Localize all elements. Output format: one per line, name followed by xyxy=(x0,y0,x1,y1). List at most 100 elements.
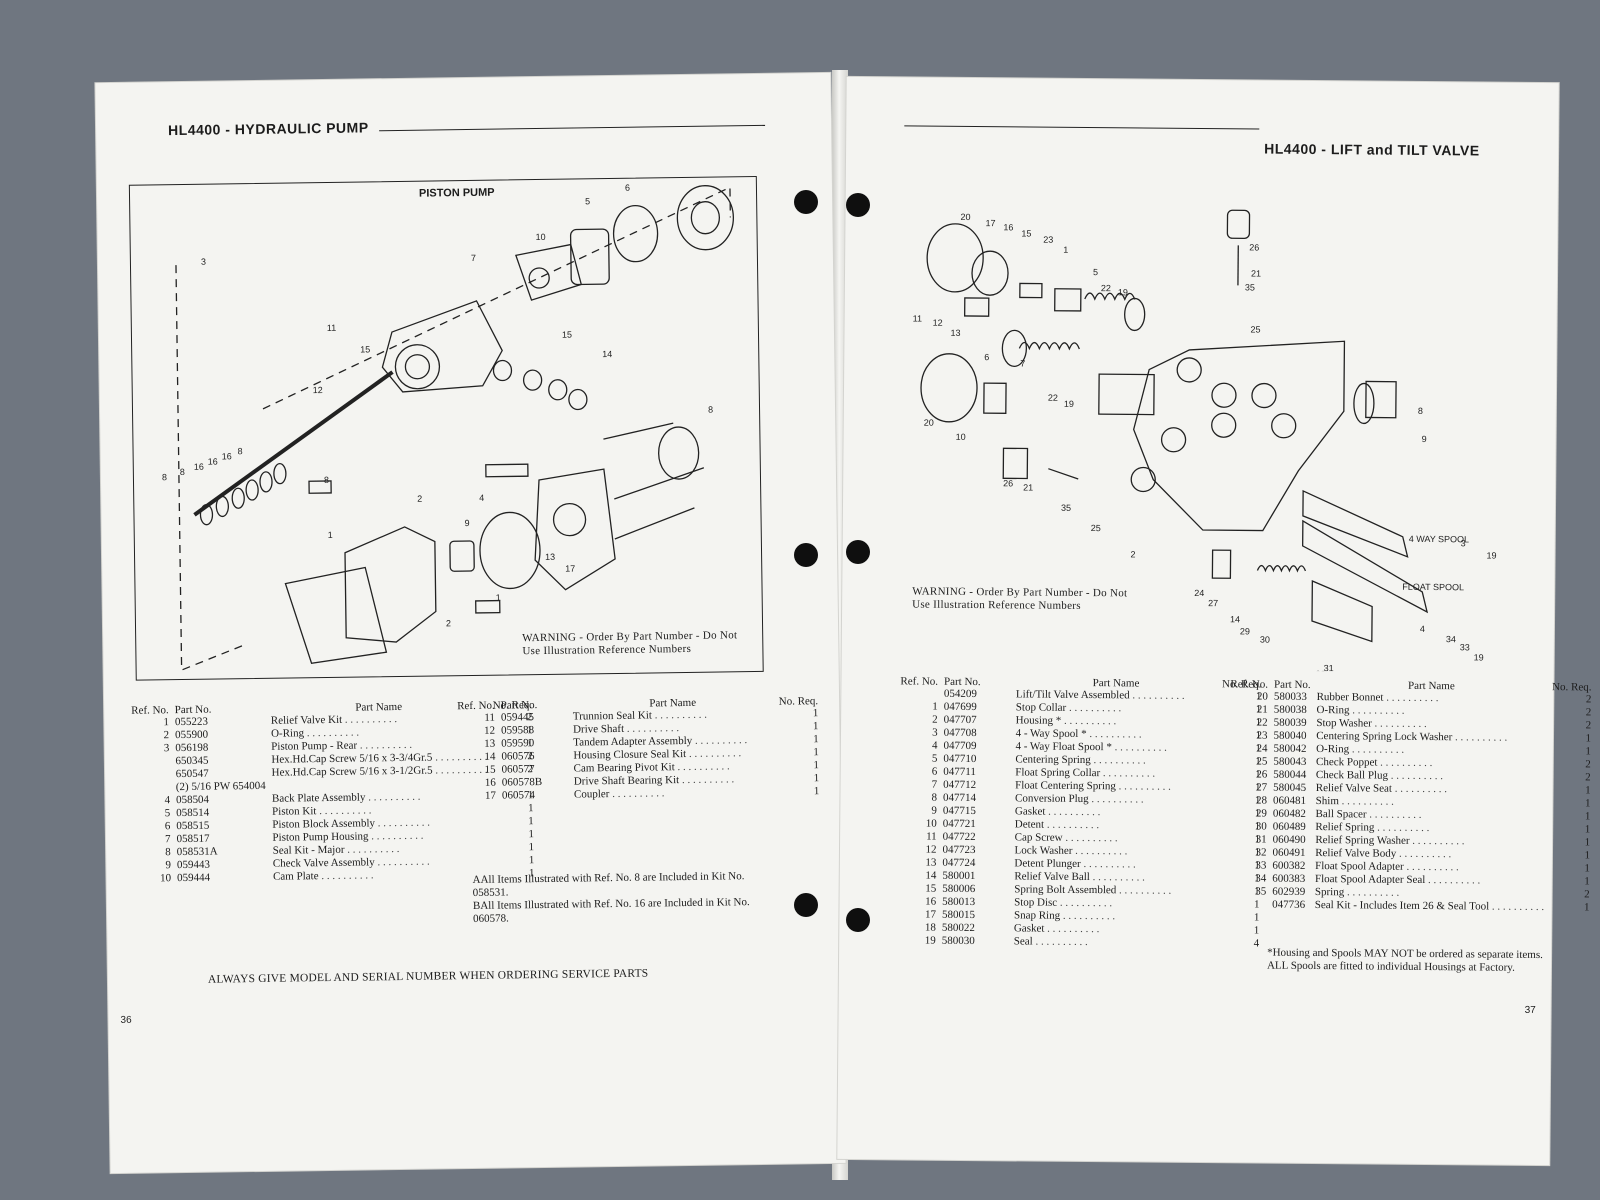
callout-label: 12 xyxy=(313,385,323,395)
cell-part: 047722 xyxy=(942,830,976,844)
cell-req: 1 xyxy=(528,841,535,854)
callout-label: 29 xyxy=(1240,626,1250,636)
callout-label: 9 xyxy=(465,518,470,528)
cell-ref xyxy=(129,781,173,795)
cell-part: 060491 xyxy=(1272,846,1306,859)
cell-part: 580033 xyxy=(1273,690,1307,703)
cell-ref: 30 xyxy=(1255,820,1267,833)
float-spool-sleeve xyxy=(1098,373,1155,416)
cell-ref: 6 xyxy=(164,820,171,833)
callout-label: 5 xyxy=(585,196,590,206)
cell-part: 047708 xyxy=(943,726,977,740)
cell-req: 1 xyxy=(1584,810,1591,823)
leader-dots: . . . . . . . . . . xyxy=(1391,782,1448,796)
cell-ref: 9 xyxy=(165,859,172,872)
callout-label: 11 xyxy=(327,323,336,333)
cell-part: 580043 xyxy=(1273,755,1307,768)
callout-label: 8 xyxy=(1418,406,1423,416)
leader-dots: . . . . . . . . . . xyxy=(692,734,748,747)
col-part: Part No. xyxy=(1273,678,1311,691)
callout-label: 16 xyxy=(208,457,218,467)
cell-part: 058531A xyxy=(176,845,218,859)
callout-label: 4 WAY SPOOL xyxy=(1409,534,1469,545)
cell-part: 047711 xyxy=(943,765,976,779)
rubber-bonnet xyxy=(926,223,984,293)
cell-part: 058517 xyxy=(176,832,210,846)
cap-screw xyxy=(603,422,674,440)
callout-label: 25 xyxy=(1091,523,1101,533)
callout-label: 2 xyxy=(1131,549,1136,559)
cell-ref: 28 xyxy=(1255,794,1268,807)
left-footer: ALWAYS GIVE MODEL AND SERIAL NUMBER WHEN… xyxy=(207,967,649,986)
callout-label: 1 xyxy=(328,530,333,540)
leader-dots: . . . . . . . . . . xyxy=(368,829,424,843)
col-req: No. Req. xyxy=(1552,681,1592,694)
cell-req: 2 xyxy=(1584,888,1590,901)
cell-req: 1 xyxy=(528,828,534,841)
leader-dots: . . . . . . . . . . xyxy=(1396,847,1452,861)
leader-dots: . . . . . . . . . . xyxy=(624,722,680,735)
seal-19 xyxy=(1124,297,1146,332)
cell-ref xyxy=(1225,898,1269,911)
callout-label: 1 xyxy=(496,593,501,603)
o-ring-8 xyxy=(657,426,700,480)
cell-part: 650345 xyxy=(175,754,209,768)
binder-hole xyxy=(794,893,818,917)
cell-req: 1 xyxy=(1584,875,1590,888)
callout-label: 9 xyxy=(1422,434,1427,444)
cap-screw xyxy=(614,467,705,500)
cell-ref: 19 xyxy=(924,934,936,947)
cell-part: 580044 xyxy=(1273,768,1307,781)
cell-ref: 1 xyxy=(163,716,170,729)
seal-ring xyxy=(231,487,245,509)
callout-label: 16 xyxy=(194,462,204,472)
leader-dots: . . . . . . . . . . xyxy=(1116,884,1172,897)
callout-label: 2 xyxy=(446,618,451,628)
housing-port xyxy=(1251,382,1277,409)
note-kit-8: AAll Items Illustrated with Ref. No. 8 a… xyxy=(472,870,745,899)
cell-ref: 31 xyxy=(1255,833,1267,846)
cell-req: 1 xyxy=(1253,924,1260,937)
callout-label: 23 xyxy=(1043,235,1053,245)
leader-dots: . . . . . . . . . . xyxy=(1062,831,1118,845)
col-ref: Ref. No. xyxy=(457,699,495,713)
cell-part: 047699 xyxy=(943,700,977,714)
cell-ref: 11 xyxy=(926,830,937,843)
title-rule xyxy=(379,124,766,132)
cell-part: 047715 xyxy=(942,804,976,818)
o-ring-large xyxy=(479,511,541,590)
left-page-number: 36 xyxy=(120,1014,132,1026)
title-rule xyxy=(904,125,1260,130)
cell-req: 1 xyxy=(813,772,820,785)
relief-valve xyxy=(475,599,501,614)
leader-dots: . . . . . . . . . . xyxy=(1374,821,1430,835)
callout-label: 30 xyxy=(1260,635,1270,645)
dashed-outline xyxy=(262,186,732,410)
leader-dots: . . . . . . . . . . xyxy=(679,773,735,787)
cell-ref: 16 xyxy=(484,776,496,789)
cell-part: 580013 xyxy=(942,895,976,909)
check-valve xyxy=(485,463,529,478)
cell-part: 058514 xyxy=(176,806,210,820)
cell-req: 4 xyxy=(1253,937,1260,950)
callout-label: 26 xyxy=(1249,242,1259,252)
cell-part: 060482 xyxy=(1272,807,1306,820)
relief-valve-body xyxy=(1311,580,1373,643)
cell-ref: 10 xyxy=(160,872,172,885)
stop-disc xyxy=(971,250,1009,296)
housing-port xyxy=(1211,412,1237,438)
col-req: No. Req. xyxy=(778,695,819,708)
leader-dots: . . . . . . . . . . xyxy=(1409,834,1465,848)
cell-part: 055223 xyxy=(174,715,209,729)
cell-part: 047707 xyxy=(943,713,977,727)
callout-label: 10 xyxy=(536,232,546,242)
cell-req: 1 xyxy=(1585,745,1591,758)
callout-label: 13 xyxy=(950,328,960,338)
cell-part: 060576 xyxy=(501,750,535,763)
cell-ref: 15 xyxy=(925,882,937,895)
